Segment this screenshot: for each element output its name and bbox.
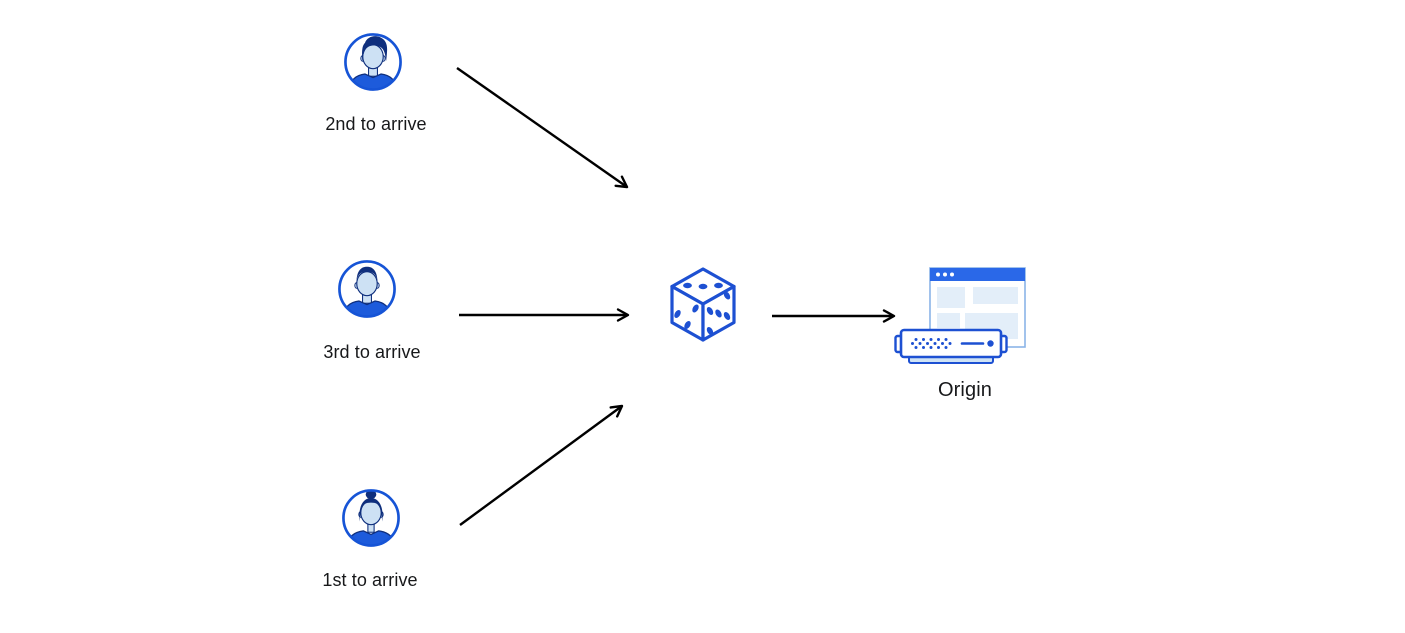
client-bottom-label: 1st to arrive (322, 570, 418, 590)
client-top-label: 2nd to arrive (325, 114, 427, 134)
dice-node (667, 265, 739, 345)
client-top-node (341, 30, 405, 94)
client-middle-label: 3rd to arrive (323, 342, 421, 362)
origin-node (894, 260, 1030, 366)
arrow-client-bottom-to-dice (459, 404, 624, 526)
browser-window-icon (929, 267, 1026, 348)
client-bottom-node (339, 486, 403, 550)
dice-icon (670, 267, 736, 342)
origin-server-icon (894, 267, 1026, 364)
server-icon (894, 328, 1008, 364)
client-middle-node (335, 257, 399, 321)
arrow-client-top-to-dice (456, 67, 629, 189)
origin-label: Origin (938, 379, 992, 401)
person-avatar-icon (342, 489, 400, 547)
person-avatar-icon (344, 33, 402, 91)
person-avatar-icon (338, 260, 396, 318)
